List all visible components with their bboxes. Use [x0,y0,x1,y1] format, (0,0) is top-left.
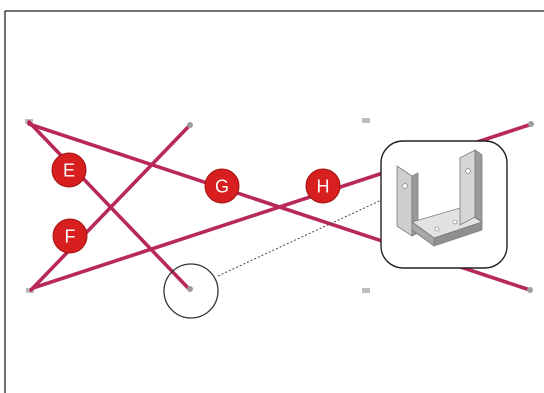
callout-h-label: H [317,177,330,197]
callout-h: H [305,168,341,204]
callout-e-label: E [63,161,75,181]
strap-end-caps [187,121,534,293]
anchor-marker-top-middle [362,118,370,123]
detail-magnifier-circle [163,263,219,319]
strap-end-cap [527,287,533,293]
bracket-detail-box [380,140,508,269]
callout-f-circle [52,218,88,254]
callout-e-circle [51,152,87,188]
callout-g: G [204,168,240,204]
callout-f-label: F [65,227,76,247]
callout-f: F [52,218,88,254]
anchor-marker-bottom-middle [362,288,370,293]
strap-end-cap [187,286,193,292]
callout-g-circle [204,168,240,204]
strap-end-cap [528,121,534,127]
diagram-frame [4,10,544,393]
strap-f [29,123,192,292]
callout-e: E [51,152,87,188]
callout-h-circle [305,168,341,204]
callout-g-label: G [215,177,229,197]
u-bracket-icon [396,149,483,247]
anchor-markers [25,118,370,293]
strap-end-cap [187,122,193,128]
